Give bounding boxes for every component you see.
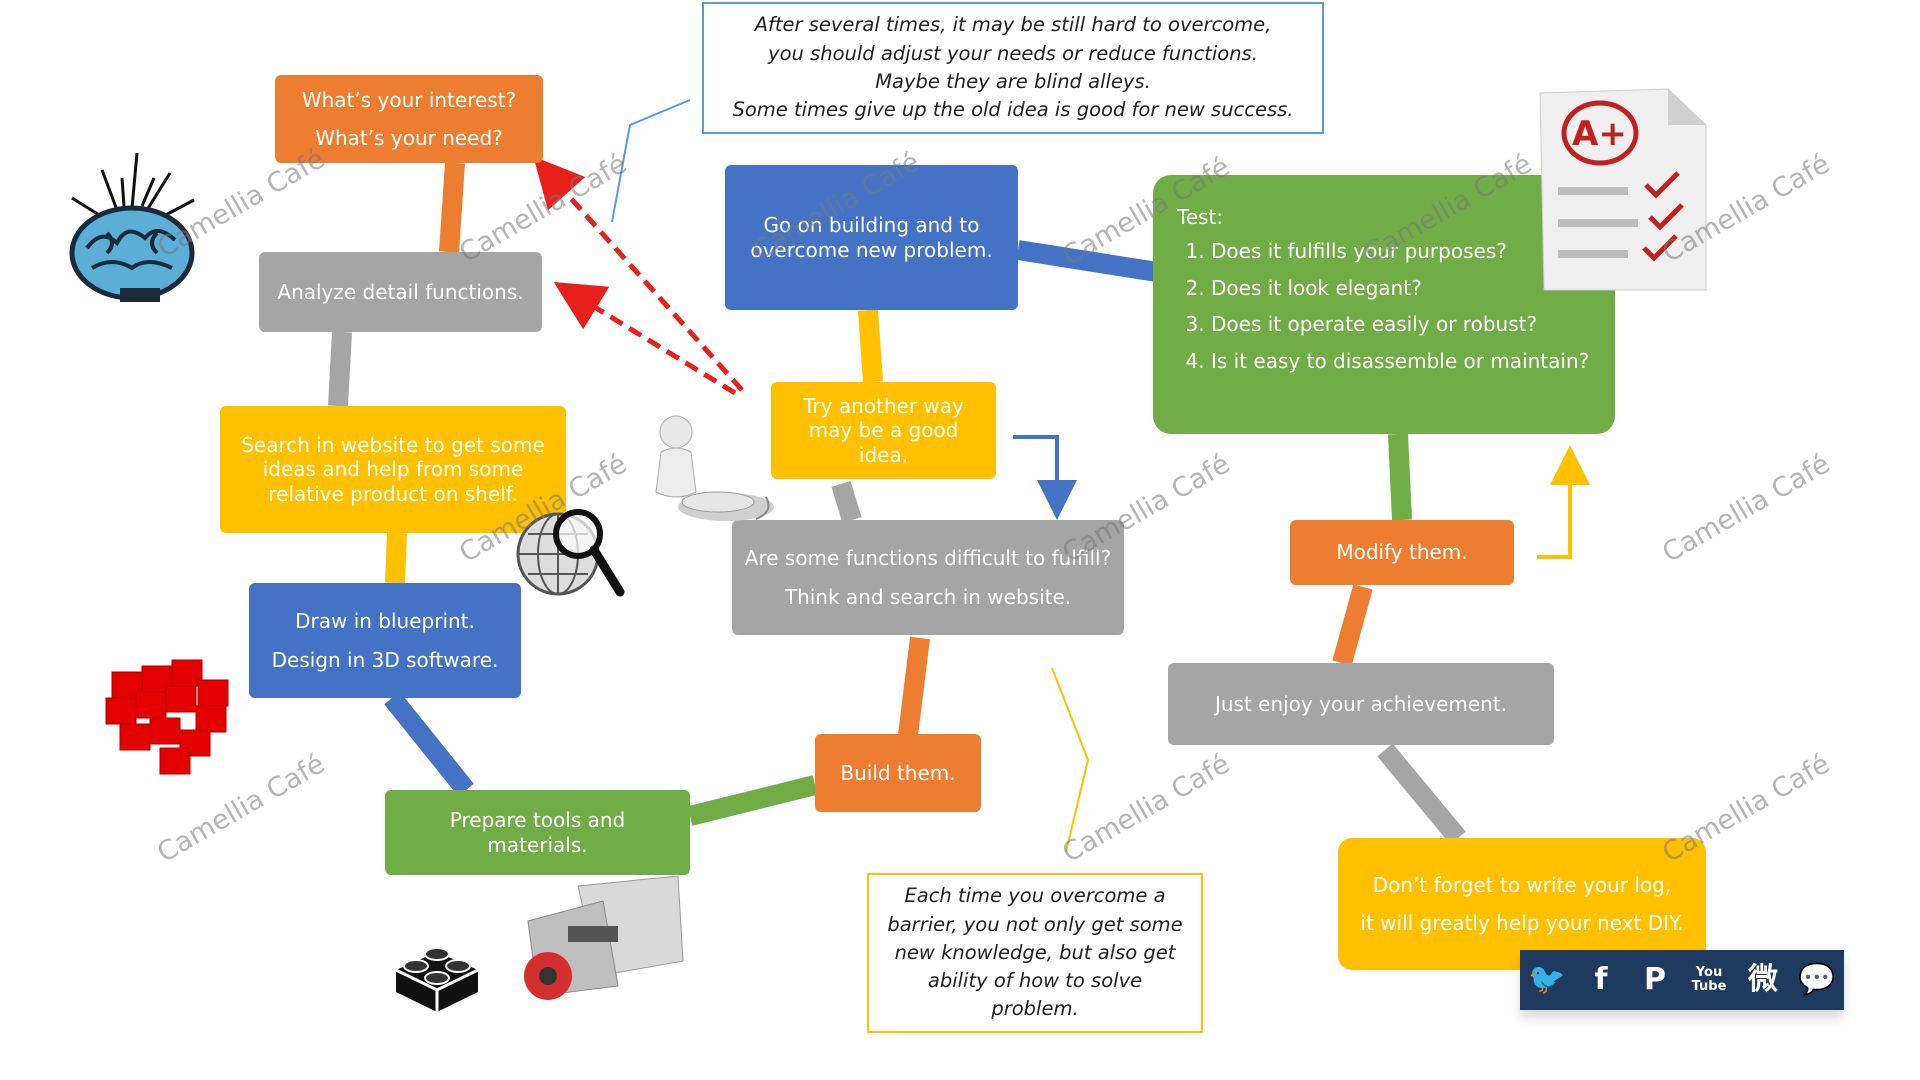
connector-goon-test bbox=[1016, 240, 1159, 282]
note-bottom-callout bbox=[1051, 667, 1090, 853]
dashed-arrow-to-analyze bbox=[553, 281, 737, 396]
box-analyze: Analyze detail functions. bbox=[259, 252, 542, 332]
note-bottom-line2: barrier, you not only get some bbox=[887, 912, 1183, 936]
note-bottom-line3: new knowledge, but also get bbox=[894, 940, 1176, 964]
box-difficult-line2: Think and search in website. bbox=[784, 584, 1072, 609]
box-enjoy-text: Just enjoy your achievement. bbox=[1214, 691, 1508, 716]
box-test: Test: Does it fulfills your purposes? Do… bbox=[1153, 175, 1615, 434]
elbow-arrow-yellow bbox=[1537, 445, 1590, 559]
pinterest-icon[interactable]: P bbox=[1644, 962, 1666, 997]
box-try-another-text: Try another way may be a good idea. bbox=[803, 393, 964, 467]
connector-draw-prepare bbox=[384, 691, 474, 797]
box-modify: Modify them. bbox=[1290, 520, 1514, 585]
box-log: Don’t forget to write your log, it will … bbox=[1338, 838, 1706, 970]
box-modify-text: Modify them. bbox=[1336, 540, 1468, 565]
lego-brick-icon bbox=[395, 947, 479, 1012]
wechat-icon[interactable]: 💬 bbox=[1798, 962, 1836, 997]
note-top-line1: After several times, it may be still har… bbox=[754, 13, 1272, 37]
box-difficult-line1: Are some functions difficult to fulfill? bbox=[744, 546, 1112, 571]
note-top-callout bbox=[611, 99, 691, 223]
note-bottom: Each time you overcome a barrier, you no… bbox=[867, 873, 1203, 1033]
test-item-3: Does it operate easily or robust? bbox=[1211, 312, 1589, 336]
box-log-line2: it will greatly help your next DIY. bbox=[1360, 911, 1684, 935]
note-bottom-line1: Each time you overcome a bbox=[904, 884, 1166, 908]
note-top-line3: Maybe they are blind alleys. bbox=[875, 70, 1151, 93]
box-draw-line2: Design in 3D software. bbox=[271, 647, 499, 672]
social-share-bar: 🐦 f P You Tube 微 💬 bbox=[1520, 950, 1844, 1010]
box-log-line1: Don’t forget to write your log, bbox=[1372, 872, 1672, 897]
box-difficult: Are some functions difficult to fulfill?… bbox=[732, 520, 1124, 635]
box-interest-line1: What’s your interest? bbox=[301, 87, 517, 112]
connector-search-draw bbox=[385, 532, 407, 584]
facebook-icon[interactable]: f bbox=[1594, 962, 1608, 997]
connector-test-modify bbox=[1388, 433, 1412, 521]
grade-report-icon: A+ bbox=[1539, 88, 1707, 291]
note-bottom-line4: ability of how to solve problem. bbox=[927, 969, 1143, 1021]
note-top: After several times, it may be still har… bbox=[702, 2, 1324, 134]
test-item-2: Does it look elegant? bbox=[1211, 276, 1589, 300]
box-build: Build them. bbox=[815, 734, 981, 812]
box-go-on-text: Go on building and to overcome new probl… bbox=[750, 213, 993, 262]
test-item-1: Does it fulfills your purposes? bbox=[1211, 239, 1589, 263]
box-try-another: Try another way may be a good idea. bbox=[771, 382, 996, 479]
test-list: Does it fulfills your purposes? Does it … bbox=[1177, 239, 1589, 385]
connector-difficult-try bbox=[831, 481, 862, 523]
test-heading: Test: bbox=[1177, 205, 1224, 229]
box-draw-line1: Draw in blueprint. bbox=[295, 609, 475, 634]
box-analyze-text: Analyze detail functions. bbox=[277, 279, 524, 304]
pixel-heart-icon bbox=[105, 659, 229, 775]
box-draw: Draw in blueprint. Design in 3D software… bbox=[249, 583, 521, 698]
connector-enjoy-log bbox=[1377, 743, 1466, 845]
youtube-icon[interactable]: You Tube bbox=[1691, 965, 1727, 994]
box-interest-line2: What’s your need? bbox=[315, 126, 503, 150]
box-go-on: Go on building and to overcome new probl… bbox=[725, 165, 1018, 310]
lego-motor-icon bbox=[524, 875, 684, 1000]
test-item-4: Is it easy to disassemble or maintain? bbox=[1211, 349, 1589, 373]
note-top-line2: you should adjust your needs or reduce f… bbox=[768, 41, 1258, 65]
elbow-arrow-blue bbox=[1013, 435, 1077, 520]
connector-try-goon bbox=[858, 309, 883, 383]
thinker-icon bbox=[655, 415, 774, 521]
box-prepare: Prepare tools and materials. bbox=[385, 790, 690, 875]
twitter-icon[interactable]: 🐦 bbox=[1528, 962, 1566, 997]
brain-icon bbox=[69, 152, 195, 302]
box-enjoy: Just enjoy your achievement. bbox=[1168, 663, 1554, 745]
note-top-line4: Some times give up the old idea is good … bbox=[732, 98, 1294, 122]
box-search-text: Search in website to get some ideas and … bbox=[241, 432, 545, 506]
svg-text:A+: A+ bbox=[1572, 114, 1627, 154]
connector-analyze-search bbox=[328, 331, 352, 407]
dashed-arrow-to-interest bbox=[533, 156, 744, 392]
box-build-text: Build them. bbox=[840, 760, 956, 785]
connector-prepare-build bbox=[687, 775, 818, 826]
connector-modify-enjoy bbox=[1332, 584, 1373, 666]
box-prepare-text: Prepare tools and materials. bbox=[449, 808, 626, 857]
magnifier-globe-icon bbox=[516, 509, 625, 597]
weibo-icon[interactable]: 微 bbox=[1748, 962, 1778, 997]
connector-build-difficult bbox=[898, 636, 930, 737]
connector-interest-analyze bbox=[439, 162, 465, 253]
box-interest: What’s your interest? What’s your need? bbox=[275, 75, 543, 163]
box-search: Search in website to get some ideas and … bbox=[220, 406, 566, 533]
